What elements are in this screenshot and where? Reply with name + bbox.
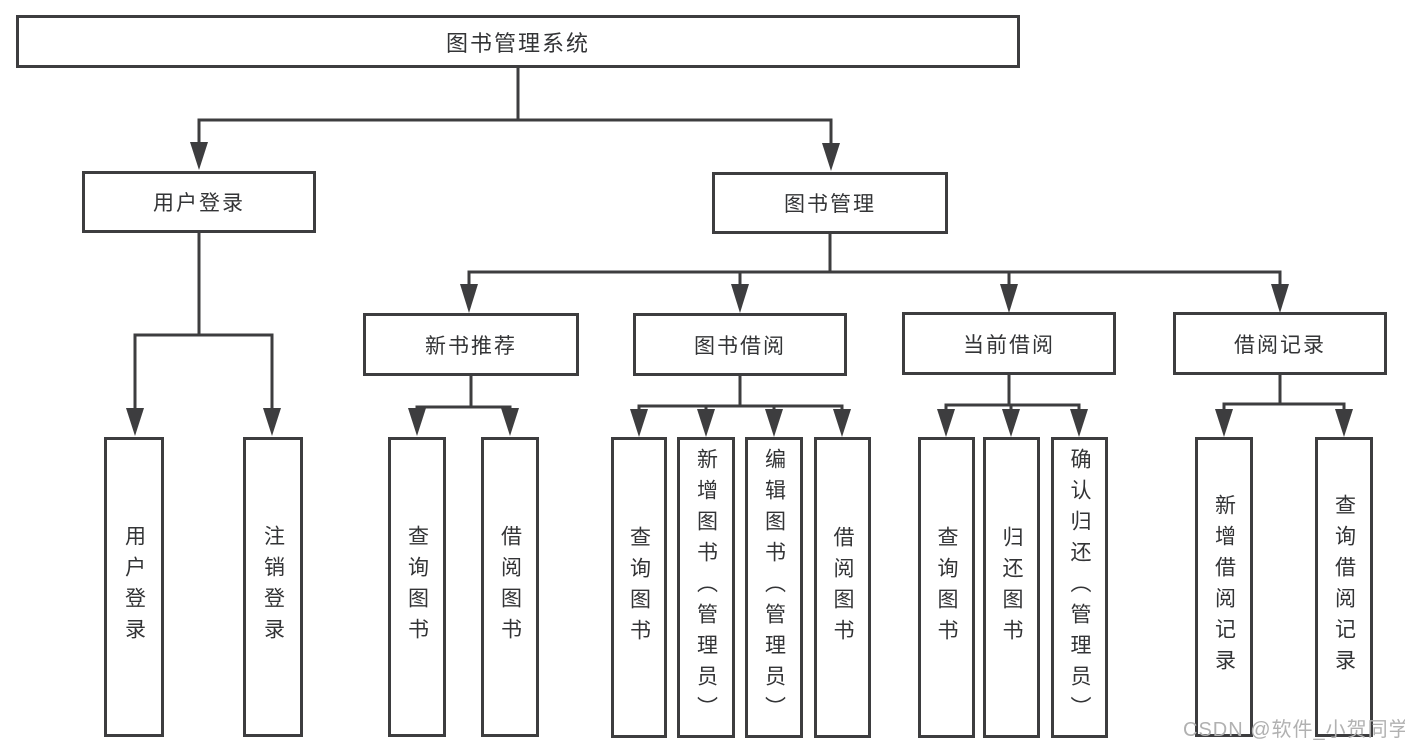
node-library-management-system: 图书管理系统 xyxy=(16,15,1020,68)
connector-current-borrow-children xyxy=(937,375,1088,437)
csdn-watermark: CSDN @软件_小贺同学 xyxy=(1183,719,1405,741)
connector-new-book-children xyxy=(408,376,519,436)
leaf-user-login: 用户登录 xyxy=(104,437,164,737)
leaf-return-books: 归还图书 xyxy=(983,437,1040,738)
connector-borrow-records-children xyxy=(1215,375,1353,437)
node-label: 图书管理 xyxy=(784,193,876,216)
node-book-management: 图书管理 xyxy=(712,172,948,234)
leaf-label: 查询借阅记录 xyxy=(1332,494,1356,680)
leaf-label: 确认归还（管理员） xyxy=(1068,448,1091,727)
connector-root-to-level1 xyxy=(190,68,840,171)
node-label: 当前借阅 xyxy=(963,333,1055,357)
leaf-label: 查询图书 xyxy=(405,525,429,649)
node-new-book-recommend: 新书推荐 xyxy=(363,313,579,376)
leaf-borrow-query-books: 查询图书 xyxy=(611,437,667,738)
node-label: 借阅记录 xyxy=(1234,333,1326,357)
node-user-login: 用户登录 xyxy=(82,171,316,233)
connector-book-management-children xyxy=(460,234,1289,313)
leaf-label: 编辑图书（管理员） xyxy=(762,448,786,727)
leaf-label: 用户登录 xyxy=(122,525,146,649)
leaf-label: 归还图书 xyxy=(1000,525,1023,650)
leaf-borrow-borrow-books: 借阅图书 xyxy=(814,437,871,738)
connector-user-login-children xyxy=(126,233,281,436)
leaf-label: 借阅图书 xyxy=(498,525,522,649)
leaf-label: 注销登录 xyxy=(261,525,285,649)
leaf-label: 查询图书 xyxy=(627,525,651,650)
leaf-edit-book-admin: 编辑图书（管理员） xyxy=(745,437,803,738)
node-label: 图书借阅 xyxy=(694,334,786,358)
node-borrow-records: 借阅记录 xyxy=(1173,312,1387,375)
leaf-query-borrow-record: 查询借阅记录 xyxy=(1315,437,1373,737)
node-label: 图书管理系统 xyxy=(445,30,590,56)
leaf-add-borrow-record: 新增借阅记录 xyxy=(1195,437,1253,737)
leaf-label: 新增图书（管理员） xyxy=(694,448,718,727)
leaf-logout: 注销登录 xyxy=(243,437,303,737)
node-label: 用户登录 xyxy=(153,192,245,215)
leaf-new-book-borrow-books: 借阅图书 xyxy=(481,437,539,737)
leaf-label: 借阅图书 xyxy=(831,525,854,650)
leaf-current-query-books: 查询图书 xyxy=(918,437,975,738)
connector-book-borrow-children xyxy=(630,376,851,437)
leaf-add-book-admin: 新增图书（管理员） xyxy=(677,437,735,738)
node-book-borrow: 图书借阅 xyxy=(633,313,847,376)
leaf-label: 查询图书 xyxy=(935,525,958,650)
leaf-confirm-return-admin: 确认归还（管理员） xyxy=(1051,437,1108,738)
leaf-new-book-query-books: 查询图书 xyxy=(388,437,446,737)
node-current-borrow: 当前借阅 xyxy=(902,312,1116,375)
leaf-label: 新增借阅记录 xyxy=(1212,494,1236,680)
node-label: 新书推荐 xyxy=(425,334,517,358)
